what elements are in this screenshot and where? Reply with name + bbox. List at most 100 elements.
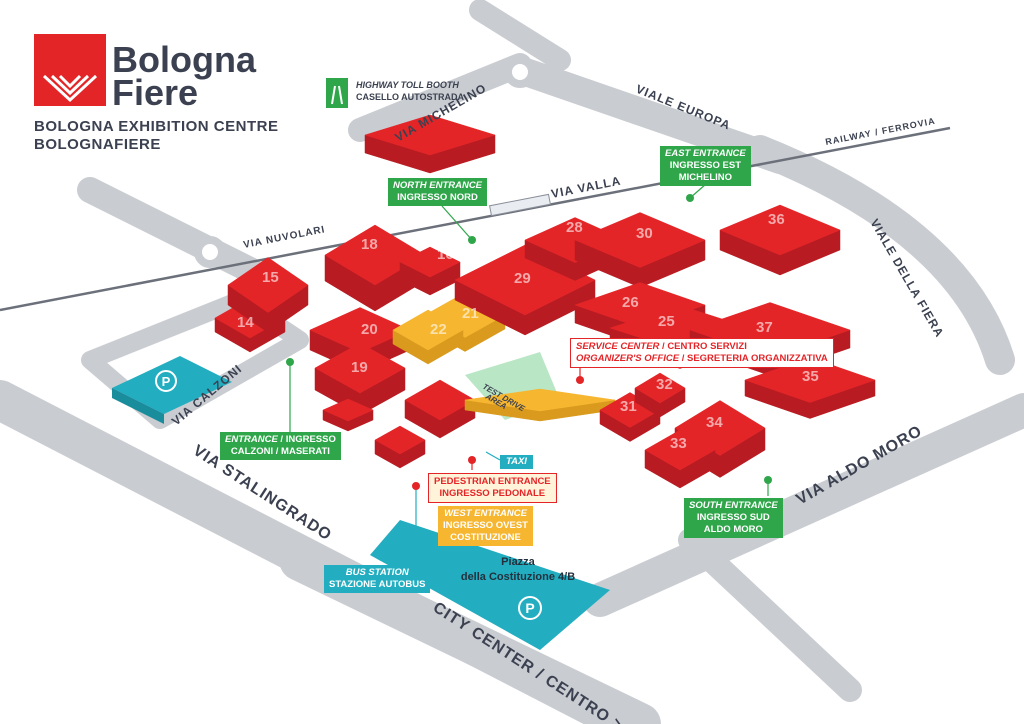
hall-block-30-top [574,212,706,268]
label-bus-station[interactable]: BUS STATION STAZIONE AUTOBUS [324,565,431,593]
train [489,193,551,217]
hall-number-35: 35 [802,368,819,385]
parking-icon-calzoni [155,370,177,392]
logo-mark-chevrons [42,74,98,103]
dot-pedestrian [468,456,476,464]
label-south-entrance[interactable]: SOUTH ENTRANCE INGRESSO SUD ALDO MORO [684,498,783,538]
dot-bus [412,482,420,490]
south-entrance-name: ALDO MORO [703,524,763,535]
calzoni-entrance-it: / INGRESSO [277,434,336,445]
calzoni-entrance-en: ENTRANCE [225,434,278,445]
hall-number-30: 30 [636,225,653,242]
parking-calzoni-side [112,388,164,424]
taxi-text: TAXI [506,456,527,467]
parking-letter-piazza: P [525,600,534,616]
hall-block-19b [404,379,476,439]
hall-number-21: 21 [462,305,479,322]
street-via-nuvolari: VIA NUVOLARI [242,224,326,251]
hall-number-32: 32 [656,376,673,393]
hall-number-19: 19 [351,359,368,376]
label-east-entrance[interactable]: EAST ENTRANCE INGRESSO EST MICHELINO [660,146,751,186]
label-pedestrian-entrance[interactable]: PEDESTRIAN ENTRANCE INGRESSO PEDONALE [428,473,557,503]
west-entrance-it: INGRESSO OVEST [443,520,528,531]
bus-station-en: BUS STATION [345,567,409,578]
hall-number-16: 16 [437,246,454,263]
logo-subtitle-2: BOLOGNAFIERE [34,136,161,153]
label-north-entrance[interactable]: NORTH ENTRANCE INGRESSO NORD [388,178,488,206]
hall-number-14: 14 [237,314,254,331]
hall-number-33: 33 [670,435,687,452]
leaders [286,183,772,568]
hall-block-yellow-walk [464,388,616,422]
highway-icon [326,78,348,108]
hall-number-29: 29 [514,270,531,287]
leader-north [441,205,473,241]
road-viale-europa [506,56,794,174]
hall-block-yellow-walk-top [464,388,616,412]
east-entrance-it: INGRESSO EST [669,160,742,171]
parking-calzoni-top [112,356,232,414]
dot-calzoni [286,358,294,366]
roundabout-michelino [504,56,536,88]
railway [0,126,951,312]
hall-block-north-top-top [364,114,496,156]
parking-letter-calzoni: P [162,374,171,389]
railway-line [0,126,951,312]
hall-number-22: 22 [430,321,447,338]
hall-block-36-top [719,204,841,256]
hall-number-28: 28 [566,219,583,236]
hall-number-18: 18 [361,236,378,253]
hall-numbers: 14 15 16 18 19 20 21 22 25 26 28 29 30 3… [237,211,819,452]
road-via-aldo-moro [583,393,1024,617]
logo-subtitle-1: BOLOGNA EXHIBITION CENTRE [34,118,278,135]
hall-number-36: 36 [768,211,785,228]
dot-south [764,476,772,484]
organizer-office-en: ORGANIZER'S OFFICE [576,353,680,364]
piazza-label-2: della Costituzione 4/B [461,571,575,583]
west-entrance-name: COSTITUZIONE [450,532,521,543]
hall-block-small-a-top [322,398,374,422]
road-south [678,528,862,702]
hall-block-32 [634,372,686,418]
hall-block-33 [644,429,716,489]
organizer-office-it: / SEGRETERIA ORGANIZZATIVA [679,353,828,364]
leader-taxi [485,451,501,461]
parking-icon-piazza [518,596,542,620]
label-service-center[interactable]: SERVICE CENTER / CENTRO SERVIZI ORGANIZE… [570,338,834,368]
logo-word-1: Bologna [112,39,257,80]
south-entrance-it: INGRESSO SUD [696,512,770,523]
hall-number-37: 37 [756,319,773,336]
hall-block-small-b [374,425,426,469]
north-entrance-en: NORTH ENTRANCE [393,180,483,191]
hall-number-26: 26 [622,294,639,311]
label-calzoni-entrance[interactable]: ENTRANCE / INGRESSO CALZONI / MASERATI [220,432,341,460]
east-entrance-name: MICHELINO [678,172,733,183]
dot-east [686,194,694,202]
hall-number-25: 25 [658,313,675,330]
pedestrian-entrance-en: PEDESTRIAN ENTRANCE [434,476,551,487]
highway-toll: HIGHWAY TOLL BOOTH CASELLO AUTOSTRADA [326,78,465,108]
logo-word-2: Fiere [112,72,198,113]
hall-block-32-top [634,372,686,404]
hall-block-15 [227,257,309,333]
label-west-entrance[interactable]: WEST ENTRANCE INGRESSO OVEST COSTITUZION… [438,506,533,546]
highway-icon-road [331,85,343,105]
piazza-label-1: Piazza [501,556,536,568]
road-via-michelino [348,53,532,142]
label-taxi[interactable]: TAXI [500,455,533,469]
road-via-nuvolari [77,177,263,283]
west-entrance-en: WEST ENTRANCE [444,508,527,519]
piazza-costituzione [370,520,610,650]
toll-label-1: HIGHWAY TOLL BOOTH [356,80,459,90]
hall-number-34: 34 [706,414,723,431]
hall-block-15-top [227,257,309,313]
logo: Bologna Fiere BOLOGNA EXHIBITION CENTRE … [34,34,278,153]
hall-block-small-a [322,398,374,432]
south-entrance-en: SOUTH ENTRANCE [689,500,778,511]
hall-block-22 [392,309,464,365]
east-entrance-en: EAST ENTRANCE [665,148,746,159]
pedestrian-entrance-it: INGRESSO PEDONALE [439,488,546,499]
logo-mark [34,34,106,106]
calzoni-entrance-name: CALZONI / MASERATI [230,446,330,457]
